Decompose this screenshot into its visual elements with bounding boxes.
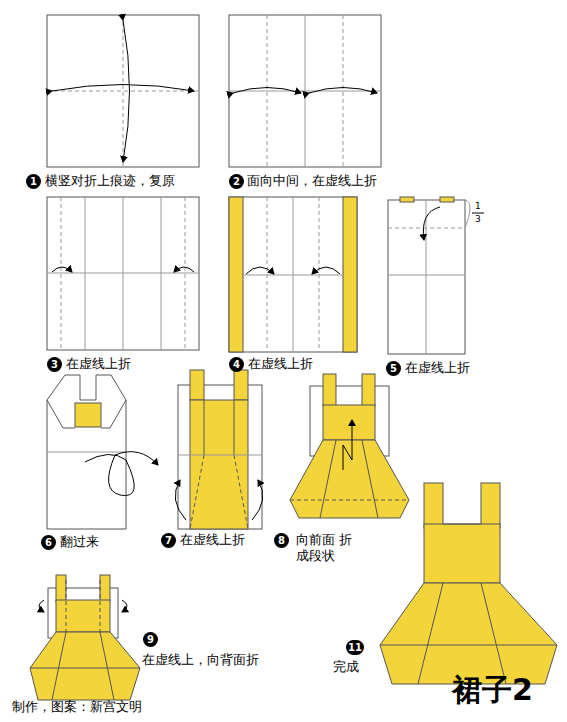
step-caption: 制作，图案：新宫文明: [12, 699, 142, 715]
step-caption: 横竖对折上痕迹，复原: [45, 173, 175, 189]
step-caption: 在虚线上折: [66, 356, 131, 372]
step-caption: 在虚线上，向背面折: [142, 652, 259, 668]
step-caption: 完成: [333, 659, 359, 675]
step-number: 1: [26, 174, 41, 189]
step-caption: 在虚线上折: [405, 360, 470, 376]
fraction-digit: 3: [475, 214, 481, 225]
step-caption: 在虚线上折: [248, 356, 313, 372]
step-caption: 翻过来: [60, 534, 99, 550]
step-number: 11: [346, 640, 364, 655]
step-number: 9: [143, 632, 158, 647]
fraction-digit: 1: [475, 201, 481, 212]
diagram-title: 裙子2: [452, 672, 533, 708]
step-number: 7: [161, 533, 176, 548]
step-number: 5: [386, 361, 401, 376]
step-number: 4: [229, 357, 244, 372]
step-number: 8: [274, 533, 289, 548]
step-number: 2: [229, 174, 244, 189]
step-caption: 向前面 折成段状: [296, 532, 354, 563]
step-number: 6: [41, 535, 56, 550]
step-caption: 在虚线上折: [180, 532, 245, 548]
step-number: 3: [47, 357, 62, 372]
step-caption: 面向中间，在虚线上折: [247, 173, 377, 189]
